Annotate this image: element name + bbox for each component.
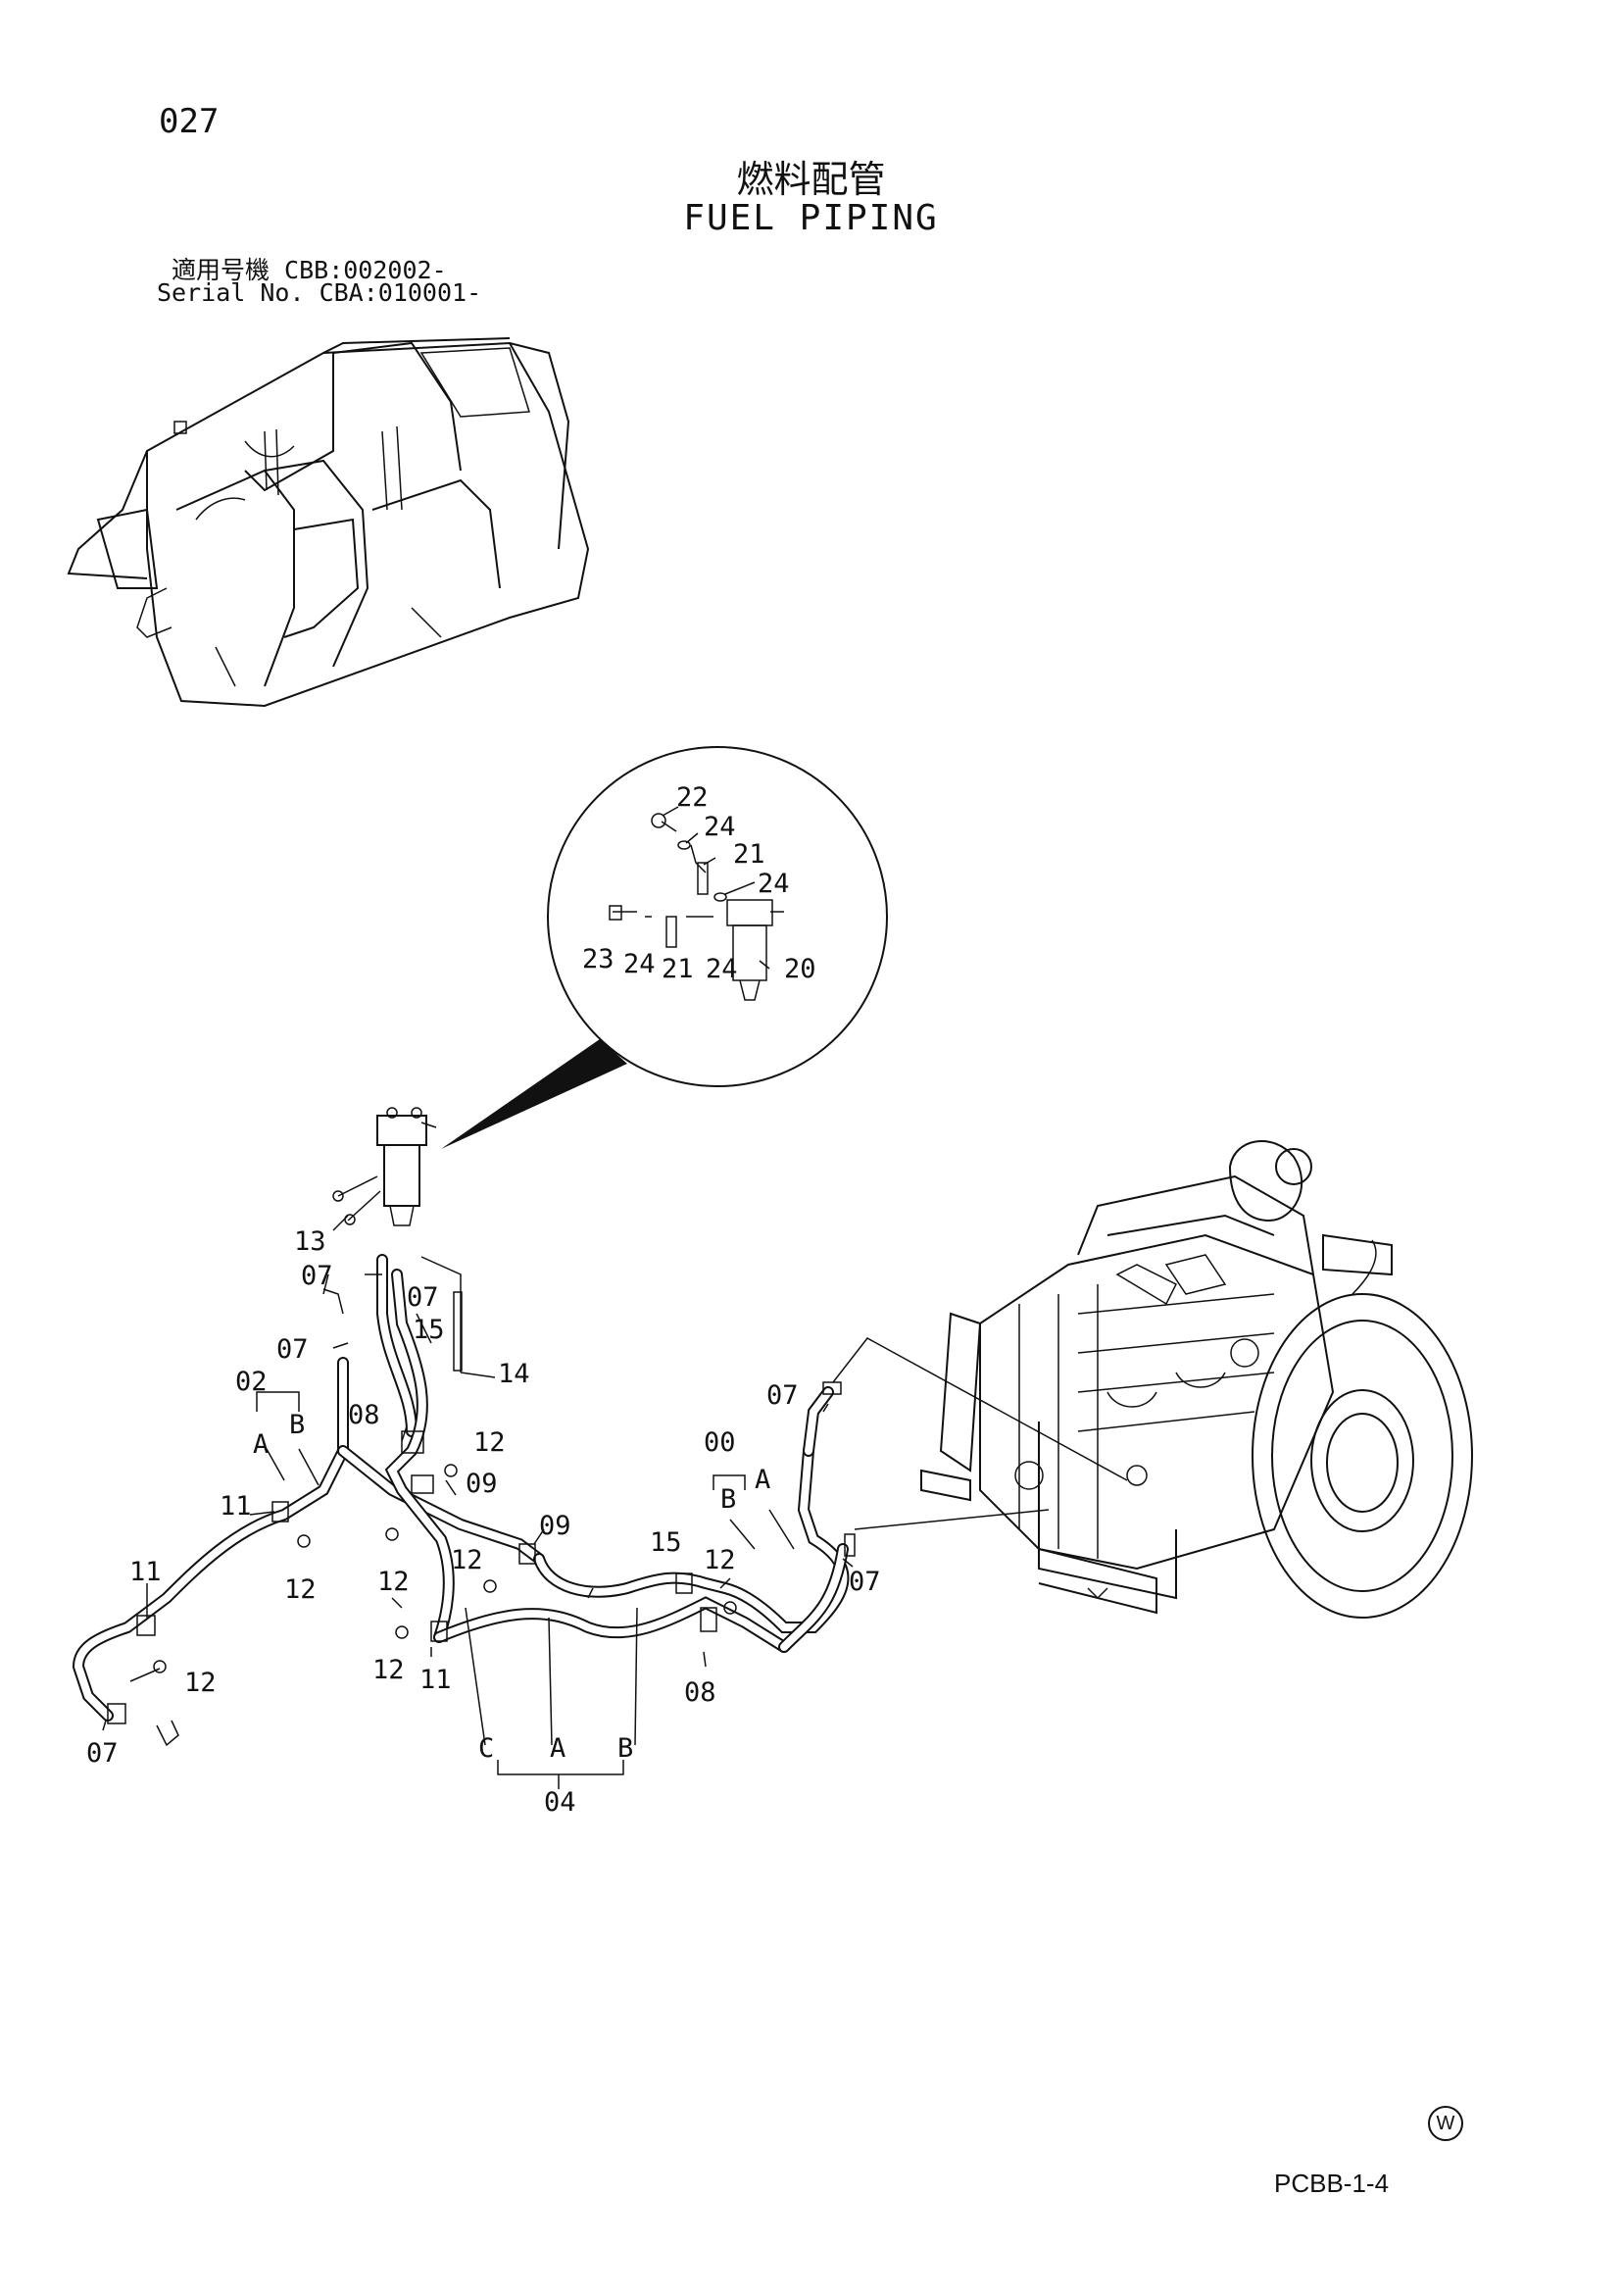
callout-07: 07 — [301, 1261, 333, 1291]
document-code: PCBB-1-4 — [1274, 2169, 1390, 2198]
clamps-and-fittings — [107, 1273, 856, 1747]
callout-08: 08 — [348, 1400, 380, 1430]
callout-hose-B: B — [720, 1484, 736, 1515]
callout-13: 13 — [294, 1226, 326, 1257]
callout-12: 12 — [184, 1668, 217, 1698]
callout-12: 12 — [704, 1545, 736, 1575]
callout-11: 11 — [419, 1665, 452, 1695]
callout-09: 09 — [539, 1511, 571, 1541]
callout-24: 24 — [704, 812, 736, 842]
callout-hose-A: A — [755, 1465, 770, 1495]
engine-leader-lines — [832, 1337, 1128, 1530]
watermark-symbol: W — [1428, 2106, 1463, 2141]
callout-11: 11 — [220, 1491, 252, 1522]
callout-20: 20 — [784, 954, 816, 984]
callout-23: 23 — [582, 944, 614, 974]
callout-15: 15 — [650, 1527, 682, 1558]
page-number: 027 — [159, 102, 220, 141]
callout-07: 07 — [407, 1282, 439, 1313]
callout-21: 21 — [733, 839, 765, 870]
fuel-filter-assembly — [332, 1107, 463, 1373]
callout-hose-A: A — [550, 1733, 565, 1764]
callout-04: 04 — [544, 1787, 576, 1818]
callout-12: 12 — [284, 1574, 317, 1605]
callout-24: 24 — [758, 869, 790, 899]
callout-21: 21 — [662, 954, 694, 984]
machine-overview-illustration — [67, 337, 590, 708]
callout-leader-lines — [102, 806, 854, 1789]
callout-07: 07 — [86, 1738, 119, 1769]
detail-circle — [441, 746, 888, 1149]
serial-number-line: Serial No. CBA:010001- — [157, 278, 482, 307]
callout-02: 02 — [235, 1367, 268, 1397]
callout-07: 07 — [276, 1334, 309, 1365]
serial-applicable-line: 適用号機 CBB:002002- — [172, 256, 447, 284]
callout-24: 24 — [623, 949, 656, 979]
engine-illustration — [920, 1140, 1473, 1619]
callout-24: 24 — [706, 954, 738, 984]
callout-07: 07 — [849, 1567, 881, 1597]
callout-hose-A: A — [253, 1429, 269, 1460]
callout-labels: 22 24 21 24 23 24 21 24 20 13 07 07 07 1… — [86, 782, 881, 1818]
callout-12: 12 — [372, 1655, 405, 1685]
title-english: FUEL PIPING — [683, 198, 939, 238]
callout-00: 00 — [704, 1427, 736, 1458]
title-japanese: 燃料配管 — [736, 158, 886, 201]
callout-hose-B: B — [289, 1410, 305, 1440]
callout-07: 07 — [766, 1380, 799, 1411]
callout-14: 14 — [498, 1359, 530, 1389]
callout-12: 12 — [473, 1427, 506, 1458]
callout-11: 11 — [129, 1557, 162, 1587]
fuel-hoses — [72, 1254, 850, 1722]
callout-12: 12 — [451, 1545, 483, 1575]
callout-09: 09 — [466, 1469, 498, 1499]
callout-15: 15 — [413, 1315, 445, 1345]
callout-hose-B: B — [617, 1733, 633, 1764]
callout-08: 08 — [684, 1677, 716, 1708]
callout-22: 22 — [676, 782, 709, 813]
callout-hose-C: C — [478, 1733, 494, 1764]
callout-12: 12 — [377, 1567, 410, 1597]
